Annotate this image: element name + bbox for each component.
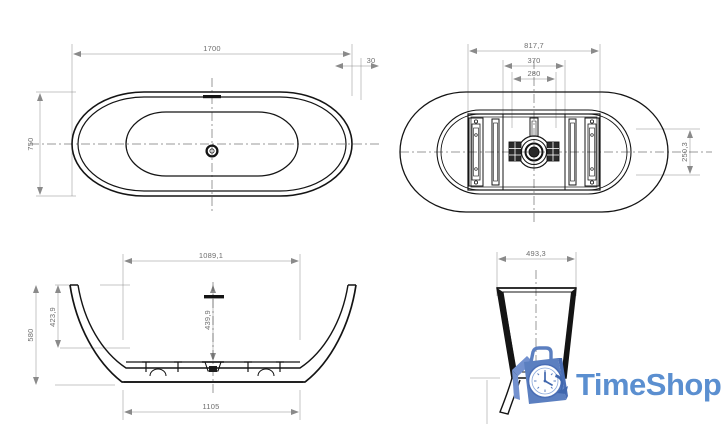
dim-label-basin-height: 423,9 bbox=[48, 307, 57, 327]
top-view-bathtub-plan bbox=[71, 91, 353, 197]
dim-label-frame-width-outer: 817,7 bbox=[524, 41, 544, 50]
dim-label-top-rim-length: 1089,1 bbox=[199, 251, 223, 260]
rail-fasteners bbox=[474, 133, 594, 171]
dim-label-overall-width: 750 bbox=[26, 137, 35, 150]
dim-label-frame-width-mid: 370 bbox=[527, 56, 540, 65]
support-frame-plate-inner bbox=[470, 116, 598, 188]
mounting-bracket-right bbox=[546, 141, 560, 162]
inner-rails bbox=[491, 118, 577, 186]
underside-view-frame-plan bbox=[399, 91, 669, 213]
drain-housing-elevation bbox=[202, 361, 224, 372]
briefcase-handle bbox=[529, 346, 553, 363]
dim-label-overall-height: 580 bbox=[26, 328, 35, 341]
drain-hole bbox=[205, 144, 219, 158]
drain-inner bbox=[209, 148, 215, 154]
tub-outline-underside bbox=[399, 91, 669, 213]
tub-inner-rim bbox=[77, 96, 347, 192]
drain-assembly-underside bbox=[517, 117, 551, 169]
end-rail-left bbox=[468, 117, 484, 187]
side-wall-right-solid bbox=[561, 288, 576, 378]
side-wall-left-solid bbox=[497, 288, 518, 378]
timeshop-logo: TimeShop bbox=[512, 346, 722, 404]
dim-label-base-length: 1105 bbox=[203, 402, 220, 411]
dim-label-overflow-height: 439,9 bbox=[203, 310, 212, 330]
briefcase-back-edge bbox=[512, 370, 520, 400]
logo-text: TimeShop bbox=[576, 367, 721, 402]
basin-outline-underside bbox=[436, 109, 632, 195]
briefcase-back-plate bbox=[512, 356, 533, 376]
support-frame-plate bbox=[467, 113, 601, 191]
front-elevation-bathtub bbox=[69, 284, 357, 383]
mounting-bracket-left bbox=[508, 141, 522, 162]
overflow-slot bbox=[203, 95, 221, 99]
dim-label-frame-depth: 250,3 bbox=[680, 142, 689, 162]
end-rail-right bbox=[584, 117, 600, 187]
dim-label-rim-thickness: 30 bbox=[367, 56, 376, 65]
dim-label-overall-length: 1700 bbox=[203, 44, 221, 53]
basin-outline-underside-2 bbox=[440, 113, 628, 191]
crossbars bbox=[502, 114, 566, 190]
support-legs bbox=[142, 361, 284, 372]
tub-outer-rim bbox=[71, 91, 353, 197]
dim-label-side-top-width: 493,3 bbox=[526, 249, 546, 258]
dim-label-frame-width-inner: 280 bbox=[527, 69, 540, 78]
clock-ticks bbox=[534, 370, 556, 392]
overflow-slot-elevation bbox=[204, 295, 224, 299]
arrow-icon bbox=[555, 374, 568, 394]
tub-basin-outline bbox=[125, 111, 299, 177]
support-arches bbox=[149, 368, 275, 377]
side-elevation-bathtub bbox=[496, 287, 577, 415]
briefcase-clock-icon bbox=[512, 346, 568, 404]
clock-center-dot bbox=[543, 379, 547, 383]
